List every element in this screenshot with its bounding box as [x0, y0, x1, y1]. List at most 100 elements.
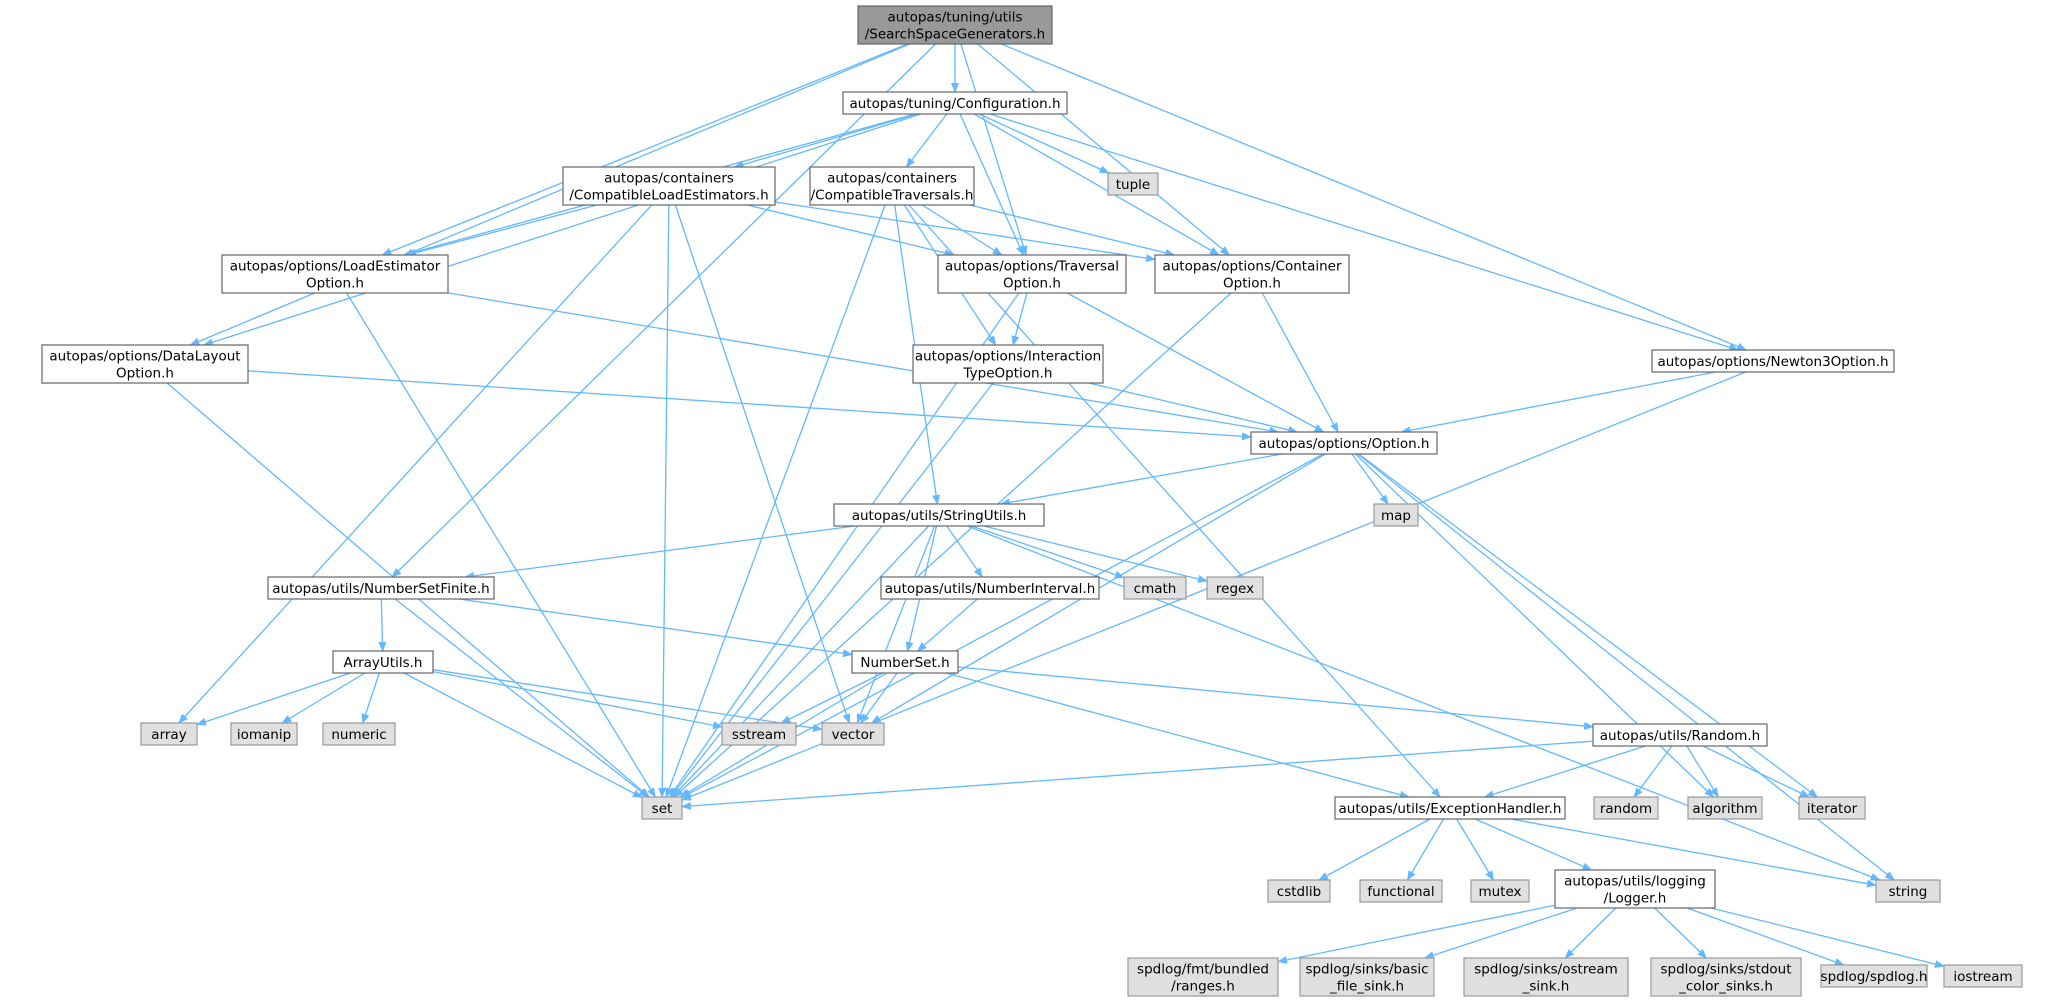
- node-ssg-box: [857, 5, 1053, 45]
- node-oss-box: [1463, 957, 1629, 997]
- edge-opt-to-set: [681, 453, 1324, 798]
- edge-ns-to-rnd: [957, 666, 1594, 730]
- node-scs-label-0: spdlog/sinks/stdout: [1660, 962, 1791, 978]
- node-cstdlib-box: [1267, 879, 1331, 903]
- edge-au-to-set: [403, 672, 643, 799]
- node-config[interactable]: autopas/tuning/Configuration.h: [842, 91, 1068, 115]
- node-array: array: [140, 722, 198, 746]
- node-regex-label-0: regex: [1216, 581, 1254, 597]
- edge-su-to-ni: [946, 525, 983, 578]
- node-array-label-0: array: [151, 727, 186, 743]
- edge-ssg-to-nsf: [391, 43, 937, 578]
- node-spdlog-label-0: spdlog/spdlog.h: [1821, 969, 1928, 985]
- edge-co-to-opt: [1261, 292, 1339, 433]
- node-ssg-label-1: /SearchSpaceGenerators.h: [865, 27, 1046, 43]
- node-logger[interactable]: autopas/utils/logging/Logger.h: [1554, 869, 1716, 909]
- edge-ns-to-eh: [945, 672, 1410, 799]
- node-co-label-1: Option.h: [1223, 276, 1281, 292]
- edge-config-to-ct: [905, 113, 948, 168]
- node-iterator: iterator: [1798, 796, 1866, 820]
- node-ct-box: [809, 166, 975, 206]
- node-algorithm-box: [1687, 796, 1763, 820]
- edge-logger-to-oss: [1564, 907, 1617, 959]
- node-scs-label-1: _color_sinks.h: [1678, 979, 1773, 995]
- node-functional-label-0: functional: [1367, 884, 1434, 900]
- node-oss: spdlog/sinks/ostream_sink.h: [1463, 957, 1629, 997]
- edge-au-to-numeric: [361, 672, 380, 724]
- edge-au-to-vector: [432, 669, 823, 732]
- edge-cle-to-to: [747, 204, 955, 257]
- node-ito-label-0: autopas/options/Interaction: [915, 349, 1101, 365]
- node-iostream-box: [1943, 964, 2023, 988]
- node-ct-label-0: autopas/containers: [827, 171, 957, 187]
- edge-config-to-cle: [733, 113, 918, 169]
- node-cle[interactable]: autopas/containers/CompatibleLoadEstimat…: [562, 166, 776, 206]
- node-cstdlib-label-0: cstdlib: [1277, 884, 1321, 900]
- edge-ns-to-sstream: [780, 672, 883, 724]
- node-au[interactable]: ArrayUtils.h: [332, 650, 434, 674]
- node-opt[interactable]: autopas/options/Option.h: [1250, 431, 1438, 455]
- edge-config-to-dlo: [203, 113, 922, 347]
- edge-rnd-to-set: [681, 740, 1594, 810]
- node-co-box: [1154, 254, 1350, 294]
- node-oss-label-1: _sink.h: [1522, 979, 1570, 995]
- edge-nsf-to-set: [394, 598, 649, 798]
- node-opt-label-0: autopas/options/Option.h: [1259, 436, 1430, 452]
- edge-eh-to-functional: [1406, 818, 1445, 881]
- node-iterator-label-0: iterator: [1807, 801, 1858, 817]
- node-algorithm-label-0: algorithm: [1692, 801, 1757, 817]
- node-co-label-0: autopas/options/Container: [1162, 259, 1341, 275]
- node-su-label-0: autopas/utils/StringUtils.h: [852, 508, 1027, 524]
- edge-cle-to-array: [178, 204, 653, 724]
- node-su[interactable]: autopas/utils/StringUtils.h: [833, 503, 1045, 527]
- node-bfs: spdlog/sinks/basic_file_sink.h: [1299, 957, 1435, 997]
- node-set-label-0: set: [652, 801, 673, 817]
- node-ssg-label-0: autopas/tuning/utils: [887, 10, 1022, 26]
- edge-nsf-to-au: [378, 598, 387, 652]
- node-rnd[interactable]: autopas/utils/Random.h: [1592, 723, 1768, 747]
- node-ns[interactable]: NumberSet.h: [851, 650, 959, 674]
- node-tuple: tuple: [1107, 172, 1159, 196]
- node-mutex-box: [1470, 879, 1530, 903]
- node-dlo-label-0: autopas/options/DataLayout: [49, 349, 240, 365]
- node-n3o[interactable]: autopas/options/Newton3Option.h: [1651, 349, 1895, 373]
- node-algorithm: algorithm: [1687, 796, 1763, 820]
- node-tuple-box: [1107, 172, 1159, 196]
- node-nsf[interactable]: autopas/utils/NumberSetFinite.h: [267, 576, 495, 600]
- node-eh[interactable]: autopas/utils/ExceptionHandler.h: [1334, 796, 1566, 820]
- node-to-label-0: autopas/options/Traversal: [945, 259, 1119, 275]
- node-spdlog-box: [1820, 964, 1928, 988]
- edge-leo-to-opt: [447, 292, 1280, 435]
- edge-eh-to-logger: [1474, 818, 1593, 871]
- edge-ssg-to-to: [960, 43, 1028, 256]
- edge-ito-to-set: [669, 382, 994, 798]
- edge-config-to-tuple: [978, 113, 1110, 174]
- edge-eh-to-mutex: [1456, 818, 1494, 881]
- node-bfs-label-1: _file_sink.h: [1329, 979, 1404, 995]
- node-config-box: [842, 91, 1068, 115]
- node-ct[interactable]: autopas/containers/CompatibleTraversals.…: [809, 166, 975, 206]
- node-au-label-0: ArrayUtils.h: [344, 655, 423, 671]
- node-string-box: [1875, 879, 1941, 903]
- node-vector-box: [821, 722, 885, 746]
- node-logger-label-0: autopas/utils/logging: [1564, 874, 1706, 890]
- node-n3o-label-0: autopas/options/Newton3Option.h: [1657, 354, 1888, 370]
- node-iomanip-label-0: iomanip: [237, 727, 291, 743]
- node-logger-box: [1554, 869, 1716, 909]
- node-bfs-box: [1299, 957, 1435, 997]
- node-iostream: iostream: [1943, 964, 2023, 988]
- edge-ct-to-to: [921, 204, 1003, 256]
- node-su-box: [833, 503, 1045, 527]
- node-sstream: sstream: [721, 722, 797, 746]
- edge-ct-to-set: [665, 204, 886, 798]
- edge-cle-to-leo: [406, 204, 598, 257]
- node-ni[interactable]: autopas/utils/NumberInterval.h: [880, 576, 1100, 600]
- node-config-label-0: autopas/tuning/Configuration.h: [849, 96, 1060, 112]
- node-ns-label-0: NumberSet.h: [860, 655, 949, 671]
